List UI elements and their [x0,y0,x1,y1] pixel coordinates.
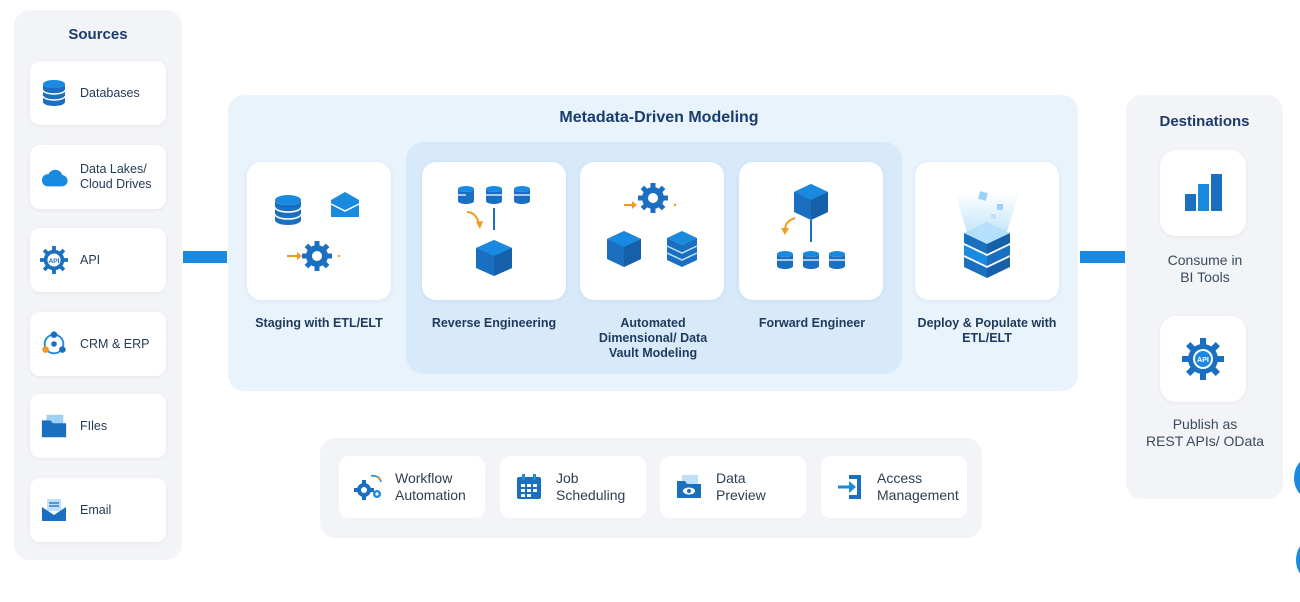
step-label: Reverse Engineering [431,316,557,330]
calendar-icon [512,470,546,504]
step-label: Automated Dimensional/ Data Vault Modeli… [598,316,708,360]
step-automated-modeling-card[interactable] [580,162,724,300]
step-reverse-engineering-card[interactable] [422,162,566,300]
cloud-icon [40,163,68,191]
source-label: API [80,252,101,267]
source-email[interactable]: Email [30,478,166,542]
source-data-lakes[interactable]: Data Lakes/ Cloud Drives [30,145,166,209]
feature-label: Job Scheduling [556,470,626,503]
automated-modeling-icon [607,183,698,267]
step-label: Staging with ETL/ELT [255,316,383,330]
feature-label: Data Preview [716,470,766,503]
destinations-title: Destinations [1159,113,1250,130]
destination-rest-api-card[interactable]: API [1160,316,1246,402]
destinations-connector [1080,251,1125,263]
folder-icon [40,412,68,440]
sources-connector [183,251,227,263]
staging-icon [274,192,360,271]
edge-decoration [1296,540,1300,580]
access-login-icon [833,470,867,504]
deploy-icon [955,191,1019,278]
source-crm-erp[interactable]: CRM & ERP [30,312,166,376]
feature-job-scheduling[interactable]: Job Scheduling [500,456,646,518]
source-label: Email [80,502,112,517]
destination-label: Publish as REST APIs/ OData [1145,416,1264,449]
api-gear-icon: API [1182,338,1224,380]
feature-label: Workflow Automation [395,470,466,503]
destination-label: Consume in BI Tools [1167,252,1243,285]
data-preview-icon [672,470,706,504]
step-label: Deploy & Populate with ETL/ELT [917,316,1057,345]
feature-data-preview[interactable]: Data Preview [660,456,806,518]
step-label: Forward Engineer [758,316,866,330]
source-api[interactable]: API API [30,228,166,292]
source-files[interactable]: FIles [30,394,166,458]
modeling-title: Metadata-Driven Modeling [559,109,759,126]
feature-label: Access Management [877,470,959,503]
feature-access-management[interactable]: Access Management [821,456,967,518]
feature-workflow-automation[interactable]: Workflow Automation [339,456,485,518]
svg-text:API: API [1197,357,1209,364]
source-databases[interactable]: Databases [30,61,166,125]
crm-network-icon [40,330,68,358]
reverse-engineering-icon [458,186,530,276]
api-gear-icon: API [40,246,68,274]
database-icon [40,79,68,107]
step-staging-card[interactable] [247,162,391,300]
source-label: Data Lakes/ Cloud Drives [80,162,152,191]
svg-text:API: API [49,258,60,265]
destination-bi-tools-card[interactable] [1160,150,1246,236]
step-forward-engineer-card[interactable] [739,162,883,300]
forward-engineer-icon [777,184,845,269]
step-deploy-card[interactable] [915,162,1059,300]
sources-title: Sources [68,26,128,43]
email-icon [40,496,68,524]
edge-decoration [1294,458,1300,498]
workflow-gears-icon [351,470,385,504]
bar-chart-icon [1185,174,1222,211]
source-label: FIles [80,418,108,433]
source-label: Databases [80,85,140,100]
source-label: CRM & ERP [80,336,150,351]
